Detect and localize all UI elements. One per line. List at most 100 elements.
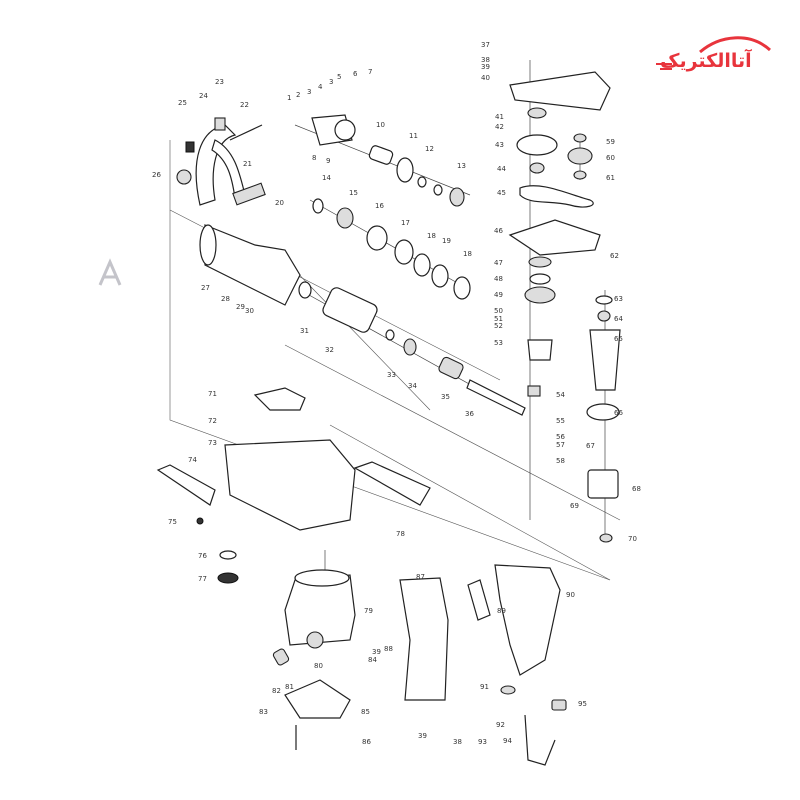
part-label-89: 89 xyxy=(497,607,506,615)
part-label-3b: 3 xyxy=(329,78,333,86)
part-label-31: 31 xyxy=(300,327,309,335)
part-label-34: 34 xyxy=(408,382,417,390)
part-label-87: 87 xyxy=(416,573,425,581)
part-label-78: 78 xyxy=(396,530,405,538)
part-label-86: 86 xyxy=(362,738,371,746)
part-label-60: 60 xyxy=(606,154,615,162)
part-label-1: 1 xyxy=(287,94,291,102)
part-label-63: 63 xyxy=(614,295,623,303)
part-label-33: 33 xyxy=(387,371,396,379)
part-label-81: 81 xyxy=(285,683,294,691)
part-label-56: 56 xyxy=(556,433,565,441)
part-label-91: 91 xyxy=(480,683,489,691)
part-label-80: 80 xyxy=(314,662,323,670)
part-label-12: 12 xyxy=(425,145,434,153)
part-label-21: 21 xyxy=(243,160,252,168)
part-label-6: 6 xyxy=(353,70,358,78)
gear-housing-parts xyxy=(199,114,526,416)
part-label-92: 92 xyxy=(496,721,505,729)
part-label-51: 51 xyxy=(494,315,503,323)
part-label-20: 20 xyxy=(275,199,284,207)
part-label-17: 17 xyxy=(401,219,410,227)
part-label-39b: 39 xyxy=(372,648,381,656)
part-label-72: 72 xyxy=(208,417,217,425)
part-label-48: 48 xyxy=(494,275,503,283)
part-label-59: 59 xyxy=(606,138,615,146)
part-label-44: 44 xyxy=(497,165,506,173)
part-label-35: 35 xyxy=(441,393,450,401)
part-label-24: 24 xyxy=(199,92,208,100)
part-label-36: 36 xyxy=(465,410,474,418)
part-label-74: 74 xyxy=(188,456,197,464)
part-label-30: 30 xyxy=(245,307,254,315)
part-label-43: 43 xyxy=(495,141,504,149)
part-label-95: 95 xyxy=(578,700,587,708)
part-label-3: 3 xyxy=(307,88,311,96)
part-label-62: 62 xyxy=(610,252,619,260)
part-label-18b: 18 xyxy=(463,250,472,258)
part-label-66: 66 xyxy=(614,409,623,417)
part-label-71: 71 xyxy=(208,390,217,398)
part-label-27: 27 xyxy=(201,284,210,292)
part-label-84: 84 xyxy=(368,656,377,664)
part-label-29: 29 xyxy=(236,303,245,311)
part-label-19: 19 xyxy=(442,237,451,245)
part-label-11: 11 xyxy=(409,132,418,140)
part-label-54: 54 xyxy=(556,391,565,399)
part-label-50: 50 xyxy=(494,307,503,315)
part-label-28: 28 xyxy=(221,295,230,303)
part-label-49: 49 xyxy=(494,291,503,299)
part-label-52: 52 xyxy=(494,322,503,330)
lower-housing-parts xyxy=(156,387,567,766)
part-label-7: 7 xyxy=(368,68,372,76)
part-label-41: 41 xyxy=(495,113,504,121)
part-label-2: 2 xyxy=(296,91,300,99)
watermark-logo-icon xyxy=(98,258,122,286)
part-label-65: 65 xyxy=(614,335,623,343)
part-label-5: 5 xyxy=(337,73,341,81)
part-number-labels: 1 2 3 4 3 5 6 7 8 9 10 11 12 13 14 15 16… xyxy=(152,41,641,746)
brand-logo-icon xyxy=(656,36,772,70)
part-label-14: 14 xyxy=(322,174,331,182)
part-label-23: 23 xyxy=(215,78,224,86)
part-label-42: 42 xyxy=(495,123,504,131)
part-label-55: 55 xyxy=(556,417,565,425)
part-label-61: 61 xyxy=(606,174,615,182)
part-label-26: 26 xyxy=(152,171,161,179)
part-label-32: 32 xyxy=(325,346,334,354)
part-label-10: 10 xyxy=(376,121,385,129)
part-label-53: 53 xyxy=(494,339,503,347)
part-label-58: 58 xyxy=(556,457,565,465)
part-label-69: 69 xyxy=(570,502,579,510)
part-label-38: 38 xyxy=(481,56,490,64)
part-label-22: 22 xyxy=(240,101,249,109)
part-label-9: 9 xyxy=(326,157,330,165)
part-label-70: 70 xyxy=(628,535,637,543)
part-label-13: 13 xyxy=(457,162,466,170)
part-label-73: 73 xyxy=(208,439,217,447)
part-label-25: 25 xyxy=(178,99,187,107)
part-label-40: 40 xyxy=(481,74,490,82)
part-label-94: 94 xyxy=(503,737,512,745)
part-label-16: 16 xyxy=(375,202,384,210)
part-label-75: 75 xyxy=(168,518,177,526)
part-label-57: 57 xyxy=(556,441,565,449)
part-label-64: 64 xyxy=(614,315,623,323)
motor-column-parts xyxy=(508,71,621,543)
part-label-8: 8 xyxy=(312,154,316,162)
part-label-83: 83 xyxy=(259,708,268,716)
part-label-93: 93 xyxy=(478,738,487,746)
part-label-46: 46 xyxy=(494,227,503,235)
part-label-15: 15 xyxy=(349,189,358,197)
part-label-68: 68 xyxy=(632,485,641,493)
part-label-47: 47 xyxy=(494,259,503,267)
brand-logo: آتاالکتریک xyxy=(660,50,752,72)
part-label-67: 67 xyxy=(586,442,595,450)
part-label-76: 76 xyxy=(198,552,207,560)
part-label-45: 45 xyxy=(497,189,506,197)
part-label-82: 82 xyxy=(272,687,281,695)
part-label-4: 4 xyxy=(318,83,323,91)
part-label-38b: 38 xyxy=(453,738,462,746)
